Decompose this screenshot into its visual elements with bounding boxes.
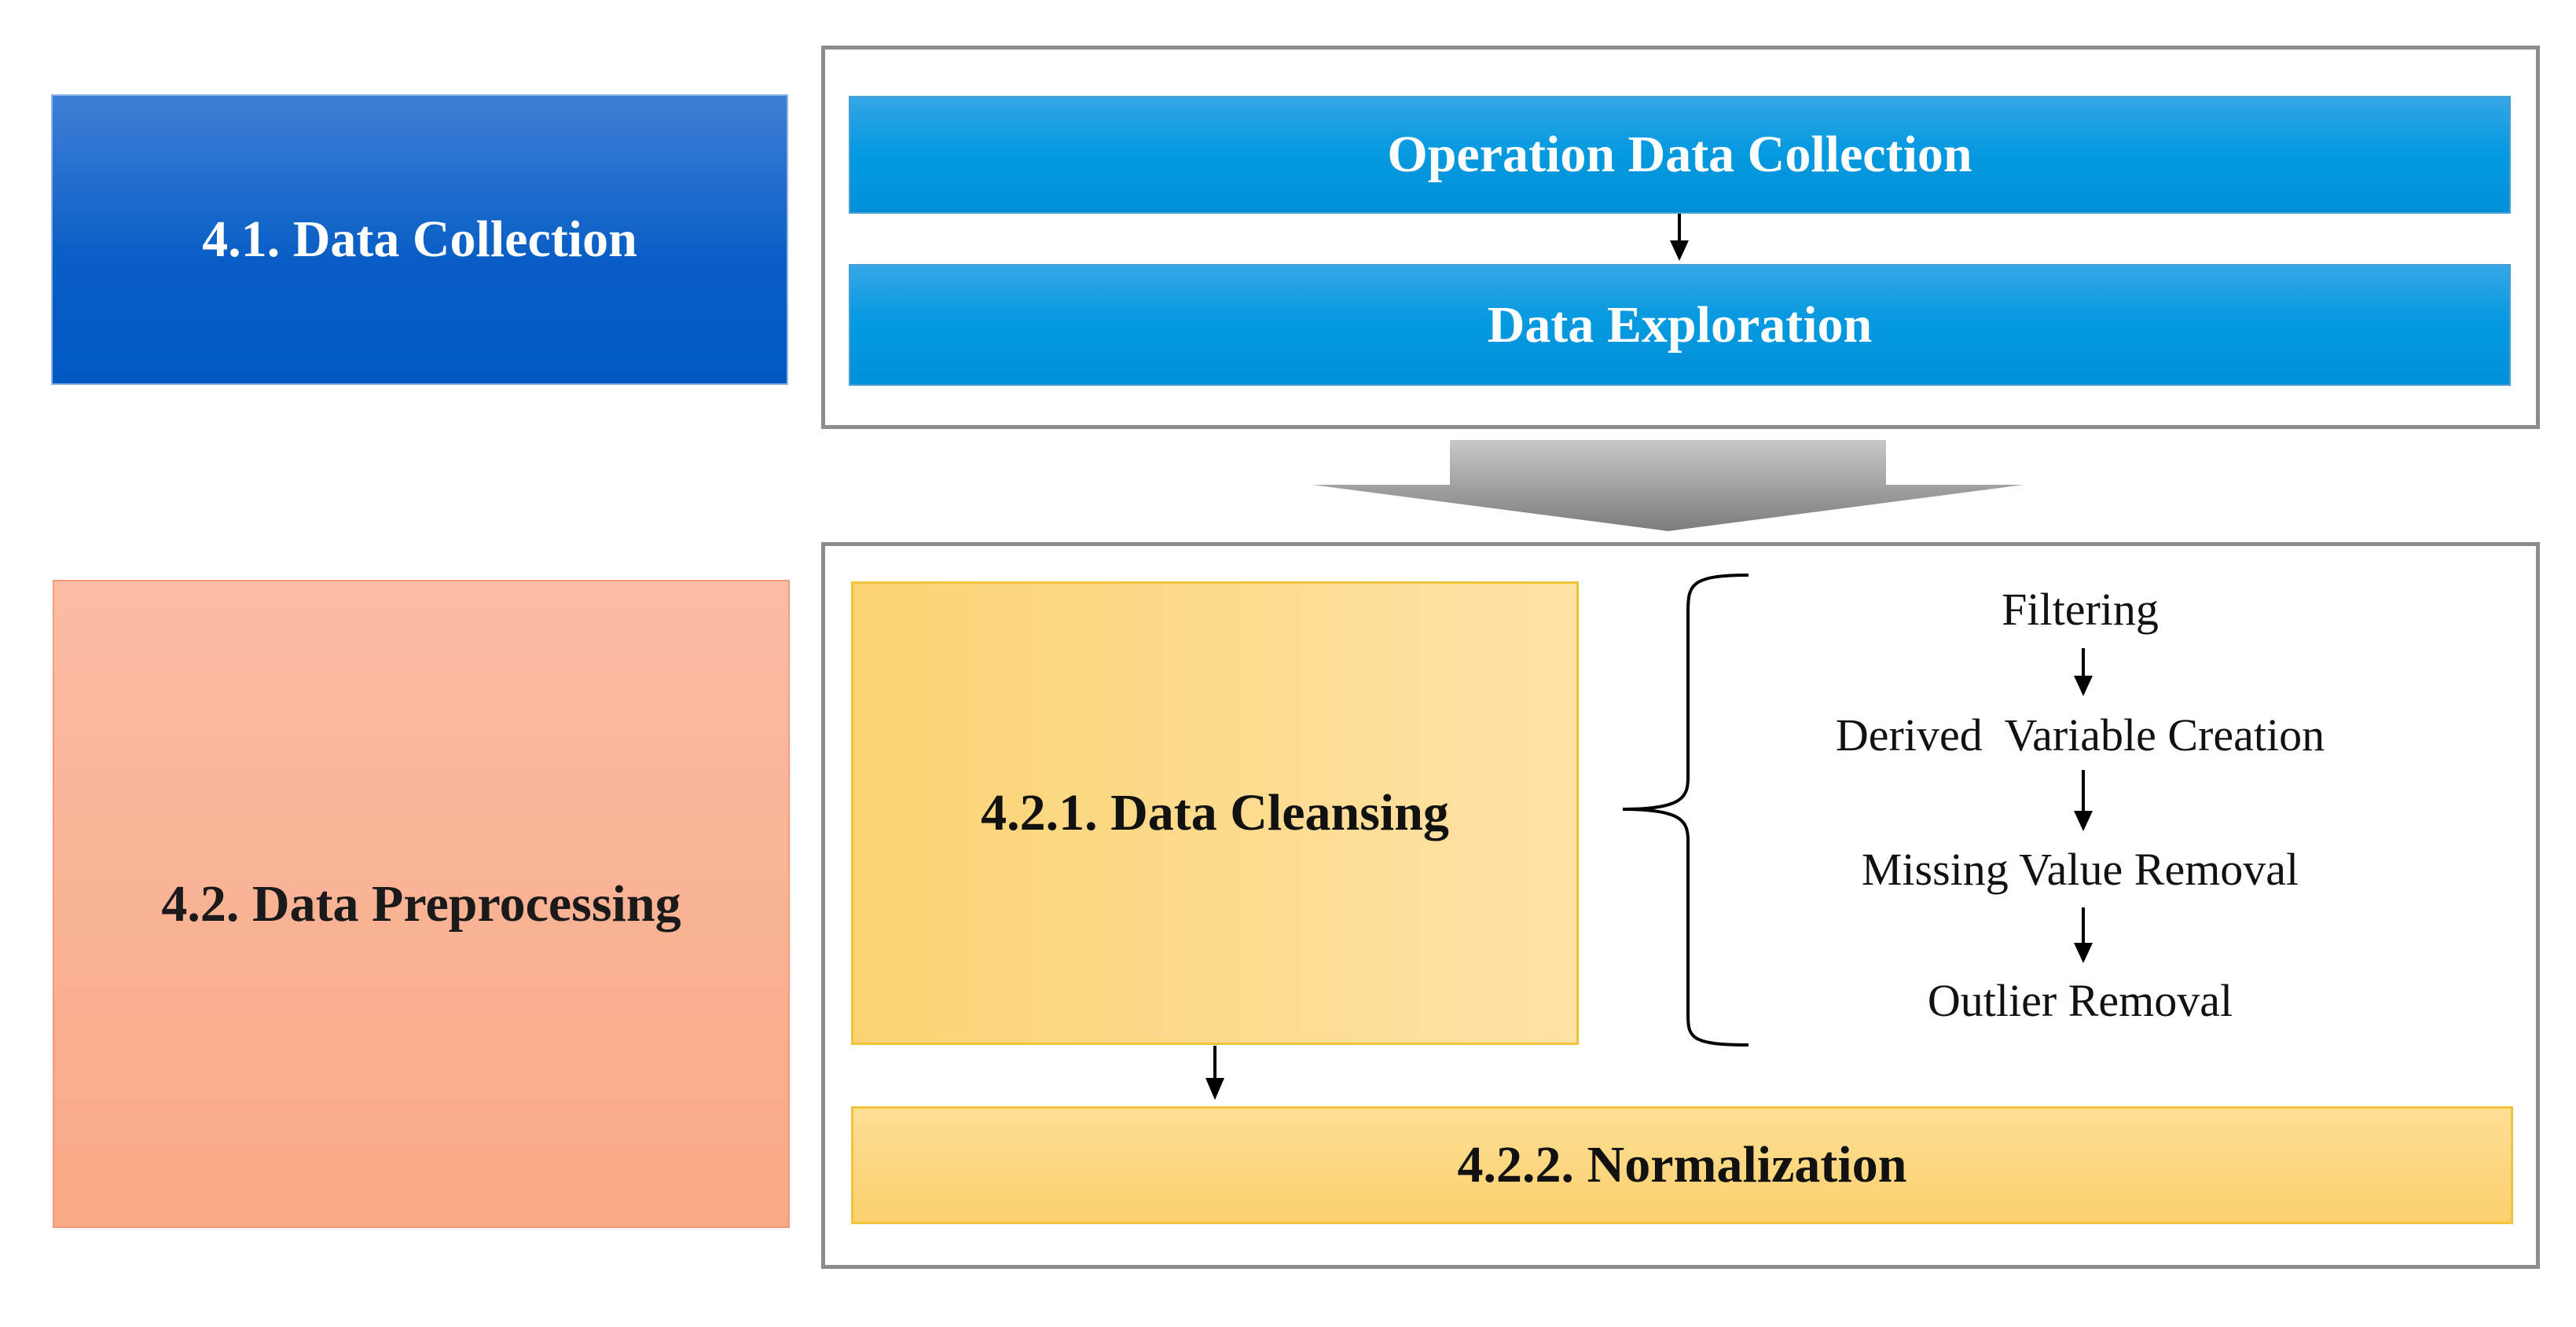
step-data-exploration: Data Exploration: [849, 264, 2511, 386]
substep-filtering: Filtering: [2002, 584, 2159, 635]
step-operation-data-collection: Operation Data Collection: [849, 96, 2511, 214]
step-normalization-label: 4.2.2. Normalization: [1457, 1136, 1907, 1193]
step-data-exploration-label: Data Exploration: [1487, 295, 1873, 354]
step-operation-data-collection-label: Operation Data Collection: [1387, 126, 1972, 183]
stage-data-preprocessing-label: 4.2. Data Preprocessing: [161, 874, 681, 933]
step-normalization: 4.2.2. Normalization: [851, 1106, 2513, 1224]
stage-data-collection-label: 4.1. Data Collection: [202, 211, 637, 268]
big-down-arrow: [1312, 440, 2024, 531]
arrow-collection-to-exploration: [1670, 214, 1689, 261]
step-data-cleansing: 4.2.1. Data Cleansing: [851, 581, 1579, 1045]
arrow-derived-to-missing: [2074, 770, 2093, 831]
substep-missing-value-removal: Missing Value Removal: [1861, 844, 2299, 895]
step-data-cleansing-label: 4.2.1. Data Cleansing: [981, 784, 1449, 841]
substep-derived-variable-creation: Derived Variable Creation: [1835, 709, 2325, 761]
left-brace: [1622, 574, 1749, 1047]
arrow-missing-to-outlier: [2074, 907, 2093, 963]
arrow-cleansing-to-normalization: [1205, 1046, 1224, 1100]
substep-outlier-removal: Outlier Removal: [1927, 975, 2233, 1026]
stage-data-collection: 4.1. Data Collection: [51, 94, 788, 385]
stage-data-preprocessing: 4.2. Data Preprocessing: [53, 580, 790, 1228]
arrow-filtering-to-derived: [2074, 648, 2093, 696]
